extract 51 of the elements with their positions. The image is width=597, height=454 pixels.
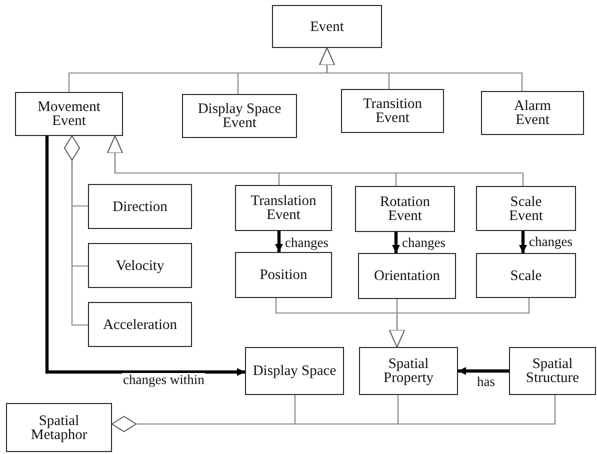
class-box [481,91,584,135]
class-name: Spatial Metaphor [30,414,88,442]
class-name: Velocity [114,258,166,272]
edge-label: changes [284,236,330,250]
class-box [88,184,192,229]
class-name: Position [258,268,308,282]
class-name: Orientation [372,269,442,283]
class-box [15,92,123,136]
class-name: Display Space [252,364,338,378]
class-name: Display Space Event [196,102,282,130]
class-name: Event [309,20,345,34]
class-box [182,94,297,138]
aggregation-line [112,395,556,432]
class-name: Scale [509,268,543,282]
class-box [476,186,576,231]
class-box [272,5,382,48]
class-box [88,243,192,288]
edge-label: changes within [122,373,206,387]
edge-label: changes [401,236,446,250]
arrow [458,367,509,375]
generalization-arrow [107,136,524,186]
class-name: Acceleration [102,318,178,332]
arrow [519,231,527,253]
class-box [6,403,112,452]
class-name: Direction [112,200,168,214]
class-name: Spatial Structure [524,357,580,385]
class-box [509,347,596,395]
aggregation-line [64,136,88,326]
class-name: Transition Event [362,97,424,125]
class-name: Spatial Property [382,357,434,385]
class-box [235,185,332,231]
class-name: Rotation Event [379,195,431,223]
generalization-arrow [389,298,530,348]
edge-label: has [476,375,496,389]
class-name: Translation Event [250,194,318,222]
arrow [45,136,245,376]
class-name: Scale Event [508,194,544,222]
class-box [359,347,458,395]
edge-label: changes [528,235,574,249]
arrow [392,232,400,253]
generalization-arrow [319,48,523,91]
class-box [476,253,576,298]
arrow [275,231,283,252]
class-name: Movement Event [36,100,102,128]
class-box [88,302,192,347]
class-name: Alarm Event [512,99,552,127]
class-box [355,186,455,232]
class-box [341,89,444,133]
class-box [358,253,456,299]
class-box [235,252,332,298]
class-box [245,347,344,395]
